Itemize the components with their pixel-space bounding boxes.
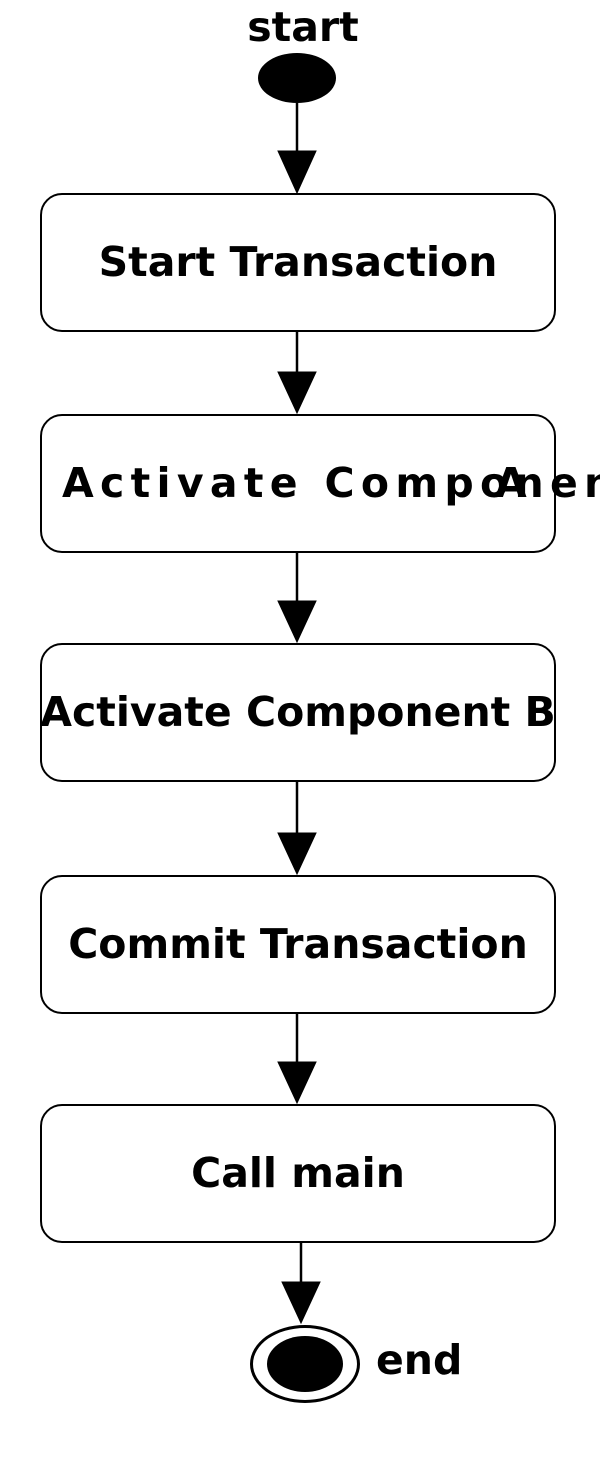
- node-call-main: Call main: [40, 1104, 556, 1243]
- arrow-step5-to-end: [281, 1243, 321, 1325]
- node-start-transaction: Start Transaction: [40, 193, 556, 332]
- node-label-overlay-glyph: A: [495, 459, 527, 507]
- node-label: Commit Transaction: [68, 920, 528, 968]
- arrow-step2-to-step3: [277, 553, 317, 644]
- node-label: Start Transaction: [98, 238, 498, 286]
- start-node-icon: [258, 53, 336, 103]
- node-label: Activate Component: [62, 459, 600, 507]
- start-node-label: start: [247, 3, 359, 51]
- arrow-step1-to-step2: [277, 332, 317, 415]
- arrow-start-to-step1: [277, 103, 317, 195]
- node-activate-component-b: Activate Component B: [40, 643, 556, 782]
- end-node-icon: [267, 1336, 343, 1392]
- node-label: Activate Component B: [40, 688, 556, 736]
- end-node-label: end: [376, 1336, 463, 1384]
- node-label: Call main: [191, 1149, 405, 1197]
- node-activate-component-a: Activate Component A: [40, 414, 600, 553]
- node-commit-transaction: Commit Transaction: [40, 875, 556, 1014]
- arrow-step3-to-step4: [277, 782, 317, 876]
- arrow-step4-to-step5: [277, 1014, 317, 1105]
